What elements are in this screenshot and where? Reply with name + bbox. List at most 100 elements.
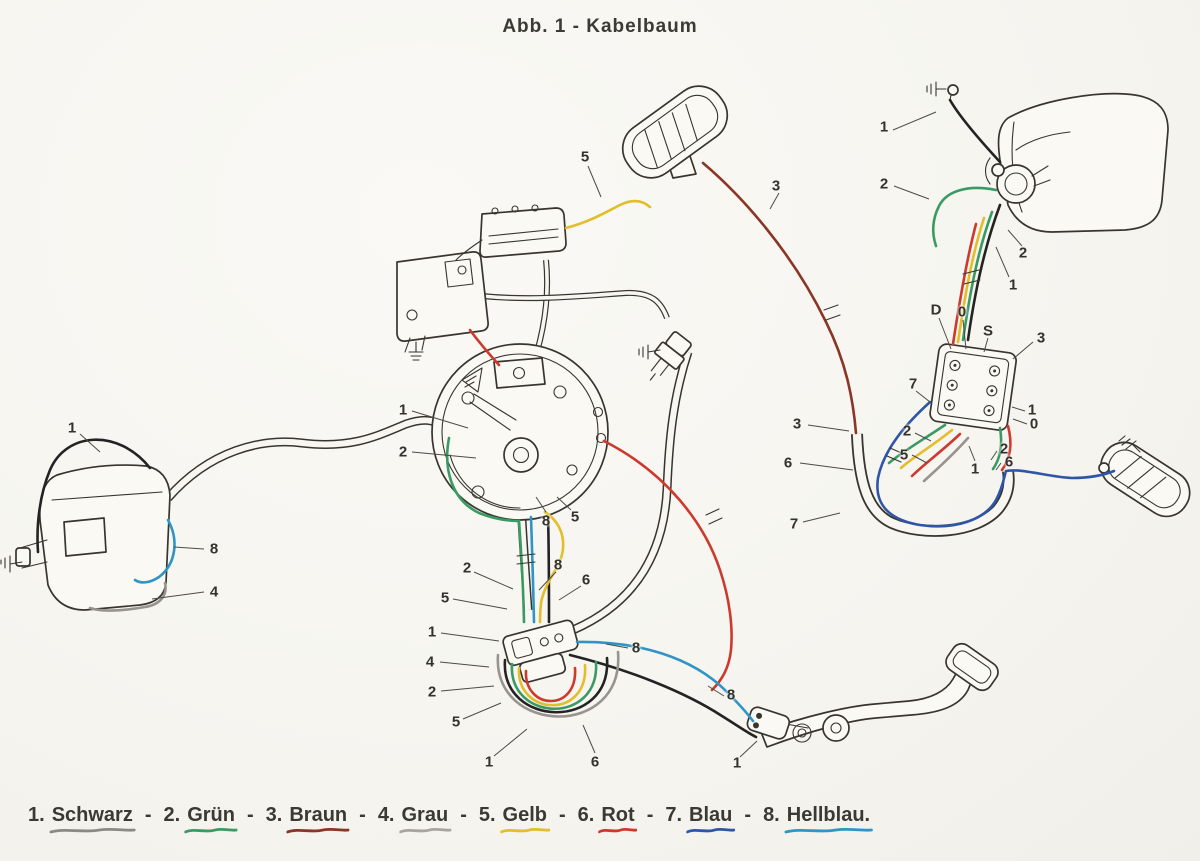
legend-item-name: Blau (686, 804, 736, 834)
diagram-label: 1 (879, 118, 889, 136)
diagram-label: 8 (209, 540, 219, 558)
legend: 1.Schwarz-2.Grün-3.Braun-4.Grau-5.Gelb-6… (28, 804, 873, 834)
diagram-label: 5 (580, 148, 590, 166)
diagram-label: 2 (879, 175, 889, 193)
wire-yellow-loop (517, 663, 587, 707)
diagram-label: 2 (1018, 244, 1028, 262)
sleeve-ticks (516, 269, 981, 565)
diagram-label: 5 (451, 713, 461, 731)
condenser-box (455, 204, 567, 261)
ignition-coil (396, 251, 489, 353)
diagram-label: 3 (1036, 329, 1046, 347)
diagram-label: 4 (209, 583, 219, 601)
legend-separator: - (246, 804, 254, 826)
wire-yellow-board (899, 428, 954, 470)
wire-black-stator-drop (546, 514, 551, 624)
leader-lines (79, 111, 1034, 758)
diagram-label: 6 (590, 753, 600, 771)
legend-color-underline (686, 827, 736, 834)
diagram-label: 5 (570, 508, 580, 526)
legend-item-8: 8.Hellblau. (763, 804, 873, 834)
legend-separator: - (460, 804, 467, 826)
diagram-label: 6 (1004, 453, 1014, 471)
diagram-label: 6 (783, 454, 793, 472)
tail-light (621, 85, 729, 179)
wire-black-headlight-drop (966, 203, 1002, 342)
legend-item-number: 1. (28, 804, 45, 826)
legend-item-4: 4.Grau (377, 804, 451, 834)
diagram-label: 8 (541, 512, 551, 530)
diagram-label: 6 (581, 571, 591, 589)
legend-item-number: 7. (665, 804, 683, 826)
wire-red-board-right (1000, 424, 1012, 472)
legend-item-name: Grau (398, 804, 451, 834)
wire-red-sweep (602, 439, 733, 692)
legend-separator: - (559, 804, 566, 826)
wire-gray-board (922, 436, 970, 483)
diagram-label: 0 (1029, 415, 1039, 433)
wire-gray-horn (88, 581, 167, 612)
wire-gray-loop (496, 650, 620, 718)
diagram-label: 8 (631, 639, 641, 657)
diagram-label: 2 (427, 683, 437, 701)
legend-item-name: Rot (598, 804, 638, 834)
diagram-label: 8 (553, 556, 563, 574)
wire-green-headlight (932, 186, 998, 248)
diagram-label: 5 (440, 589, 450, 607)
legend-item-name: Gelb (499, 804, 550, 834)
legend-color-underline (184, 827, 238, 834)
diagram-label: 2 (398, 443, 408, 461)
spark-plug (649, 331, 692, 381)
diagram-label: 4 (425, 653, 435, 671)
connector-cluster (502, 619, 579, 684)
diagram-label: 7 (789, 515, 799, 533)
wire-red-board (910, 432, 962, 478)
wire-green-board-right (991, 426, 1003, 471)
legend-item-number: 4. (377, 804, 395, 826)
wire-lightblue-horn (133, 518, 176, 584)
wire-red-loop (524, 666, 577, 703)
legend-item-name: Braun (286, 804, 350, 834)
diagram-label: 1 (67, 419, 77, 437)
legend-item-number: 5. (478, 804, 496, 826)
harness-tubes (164, 259, 1015, 635)
diagram-label: 1 (427, 623, 437, 641)
wire-red-headlight-drop (951, 222, 978, 346)
wire-green-board (887, 423, 947, 465)
headlight (947, 84, 1169, 233)
legend-separator: - (144, 804, 152, 826)
legend-color-underline (49, 827, 136, 834)
legend-item-name: Hellblau. (784, 804, 873, 834)
legend-item-5: 5.Gelb (478, 804, 550, 834)
legend-item-number: 2. (163, 804, 181, 826)
legend-item-6: 6.Rot (578, 804, 638, 834)
legend-separator: - (359, 804, 366, 826)
diagram-label: 5 (899, 446, 909, 464)
diagram-label: 3 (792, 415, 802, 433)
legend-color-underline (598, 827, 638, 834)
wire-blue-run (876, 400, 1116, 528)
wire-red-coil (468, 328, 501, 367)
legend-item-1: 1.Schwarz (28, 804, 136, 834)
wire-green-stator (445, 436, 526, 624)
terminal-board (929, 343, 1017, 432)
legend-item-2: 2.Grün (163, 804, 238, 834)
wire-black-to-switch (568, 653, 758, 739)
diagram-label: 1 (398, 401, 408, 419)
legend-color-underline (398, 827, 451, 834)
diagram-label: S (982, 322, 994, 340)
diagram-label: 8 (726, 686, 736, 704)
rear-lamp (1098, 441, 1191, 518)
legend-item-number: 8. (763, 804, 780, 826)
diagram-label: 7 (908, 375, 918, 393)
diagram-label: 2 (462, 559, 472, 577)
wire-black-horn (36, 438, 152, 554)
diagram-label: 3 (771, 177, 781, 195)
diagram-label: 1 (970, 460, 980, 478)
figure-title: Abb. 1 - Kabelbaum (502, 16, 698, 37)
diagram-label: 1 (732, 754, 742, 772)
legend-color-underline (499, 827, 550, 834)
